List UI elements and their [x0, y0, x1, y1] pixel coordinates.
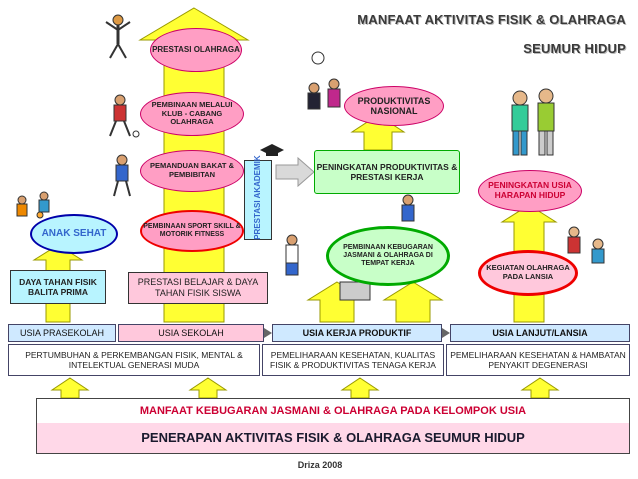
anak-sehat-oval: ANAK SEHAT — [30, 214, 118, 254]
business-people-icon — [307, 51, 341, 110]
peningkatan-usia-oval: PENINGKATAN USIA HARAPAN HIDUP — [478, 170, 582, 212]
description-elderly: PEMELIHARAAN KESEHATAN & HAMBATAN PENYAK… — [446, 344, 630, 376]
band-usia-kerja: USIA KERJA PRODUKTIF — [272, 324, 442, 342]
elderly-couple-icon — [511, 88, 555, 156]
right-pointing-arrow — [275, 156, 315, 188]
description-school: PERTUMBUHAN & PERKEMBANGAN FISIK, MENTAL… — [8, 344, 260, 376]
bottom-line2: PENERAPAN AKTIVITAS FISIK & OLAHRAGA SEU… — [37, 423, 629, 453]
band-usia-prasekolah: USIA PRASEKOLAH — [8, 324, 116, 342]
bottom-arrow-3 — [340, 377, 380, 399]
worker-figure-icon — [401, 194, 415, 222]
bottom-arrow-2 — [188, 377, 228, 399]
description-work: PEMELIHARAAN KESEHATAN, KUALITAS FISIK &… — [262, 344, 444, 376]
produktivitas-nasional-oval: PRODUKTIVITAS NASIONAL — [344, 86, 444, 126]
pembinaan-sport-skill-oval: PEMBINAAN SPORT SKILL & MOTORIK FITNESS — [140, 210, 244, 252]
prestasi-belajar-box: PRESTASI BELAJAR & DAYA TAHAN FISIK SISW… — [128, 272, 268, 304]
prestasi-akademik-box: PRESTASI AKADEMIK — [244, 155, 272, 240]
bottom-arrow-1 — [50, 377, 90, 399]
band-usia-lansia: USIA LANJUT/LANSIA — [450, 324, 630, 342]
daya-tahan-balita-box: DAYA TAHAN FISIK BALITA PRIMA — [10, 270, 106, 304]
band-usia-sekolah: USIA SEKOLAH — [118, 324, 264, 342]
student-figure-icon — [285, 234, 299, 276]
page-title-line2: SEUMUR HIDUP — [523, 41, 626, 56]
page-title-line1: MANFAAT AKTIVITAS FISIK & OLAHRAGA — [357, 12, 626, 27]
runner-figure-icon — [105, 14, 131, 59]
elderly-exercise-icon — [567, 226, 605, 264]
page-title: MANFAAT AKTIVITAS FISIK & OLAHRAGA SEUMU… — [330, 12, 626, 56]
kegiatan-olahraga-oval: KEGIATAN OLAHRAGA PADA LANSIA — [478, 250, 578, 296]
pemanduan-bakat-oval: PEMANDUAN BAKAT & PEMBIBITAN — [140, 150, 244, 192]
children-playing-icon — [16, 191, 50, 219]
credit-text: Driza 2008 — [297, 460, 343, 470]
bottom-arrow-4 — [520, 377, 560, 399]
bottom-banner: MANFAAT KEBUGARAN JASMANI & OLAHRAGA PAD… — [36, 398, 630, 454]
prestasi-akademik-label: PRESTASI AKADEMIK — [253, 155, 263, 240]
graduation-cap-icon — [260, 144, 284, 156]
footballer-figure-icon — [109, 94, 140, 138]
center-right-up-arrow — [382, 281, 444, 323]
pembinaan-kebugaran-oval: PEMBINAAN KEBUGARAN JASMANI & OLAHRAGA D… — [326, 226, 450, 286]
bottom-line1: MANFAAT KEBUGARAN JASMANI & OLAHRAGA PAD… — [139, 405, 527, 417]
prestasi-olahraga-oval: PRESTASI OLAHRAGA — [150, 28, 242, 72]
basketball-figure-icon — [113, 154, 131, 197]
pembinaan-klub-oval: PEMBINAAN MELALUI KLUB - CABANG OLAHRAGA — [140, 92, 244, 136]
peningkatan-produktivitas-box: PENINGKATAN PRODUKTIVITAS & PRESTASI KER… — [314, 150, 460, 194]
